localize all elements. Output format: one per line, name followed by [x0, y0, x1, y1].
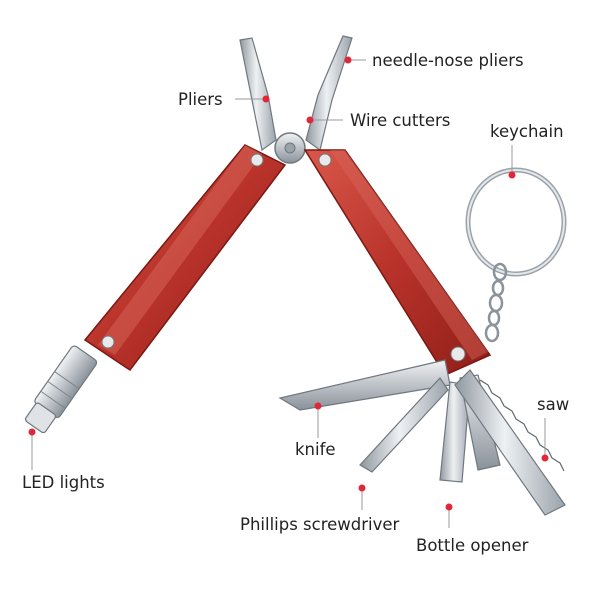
- callout-label: Phillips screwdriver: [240, 515, 400, 534]
- callout-knife: knife: [295, 402, 336, 459]
- callouts: needle-nose pliers Pliers Wire cutters k…: [22, 51, 569, 555]
- pliers-jaws: [239, 35, 353, 164]
- callout-label: Bottle opener: [416, 536, 529, 555]
- callout-label: Wire cutters: [350, 111, 450, 130]
- callout-label: saw: [537, 395, 569, 414]
- callout-needle-nose-pliers: needle-nose pliers: [344, 51, 524, 70]
- callout-wire-cutters: Wire cutters: [306, 111, 450, 130]
- callout-marker: [541, 454, 549, 462]
- callout-marker: [28, 428, 36, 436]
- knife-blade: [278, 359, 451, 411]
- right-handle: [303, 149, 492, 376]
- callout-phillips-screwdriver: Phillips screwdriver: [240, 484, 400, 534]
- multitool-illustration: [24, 35, 567, 516]
- left-handle: [83, 144, 287, 372]
- callout-marker: [262, 95, 270, 103]
- callout-label: LED lights: [22, 473, 105, 492]
- callout-pliers: Pliers: [178, 90, 270, 109]
- callout-bottle-opener: Bottle opener: [416, 503, 529, 555]
- callout-label: keychain: [490, 122, 564, 141]
- callout-saw: saw: [537, 395, 569, 462]
- callout-marker: [358, 484, 366, 492]
- led-flashlight: [24, 345, 98, 434]
- callout-keychain: keychain: [490, 122, 564, 179]
- callout-led-lights: LED lights: [22, 428, 105, 492]
- callout-marker: [344, 56, 352, 64]
- callout-marker: [314, 402, 322, 410]
- callout-label: Pliers: [178, 90, 223, 109]
- callout-marker: [306, 116, 314, 124]
- keychain: [465, 167, 567, 343]
- callout-label: needle-nose pliers: [372, 51, 524, 70]
- callout-marker: [445, 503, 453, 511]
- saw-blade: [454, 369, 566, 516]
- callout-label: knife: [295, 440, 336, 459]
- callout-marker: [508, 171, 516, 179]
